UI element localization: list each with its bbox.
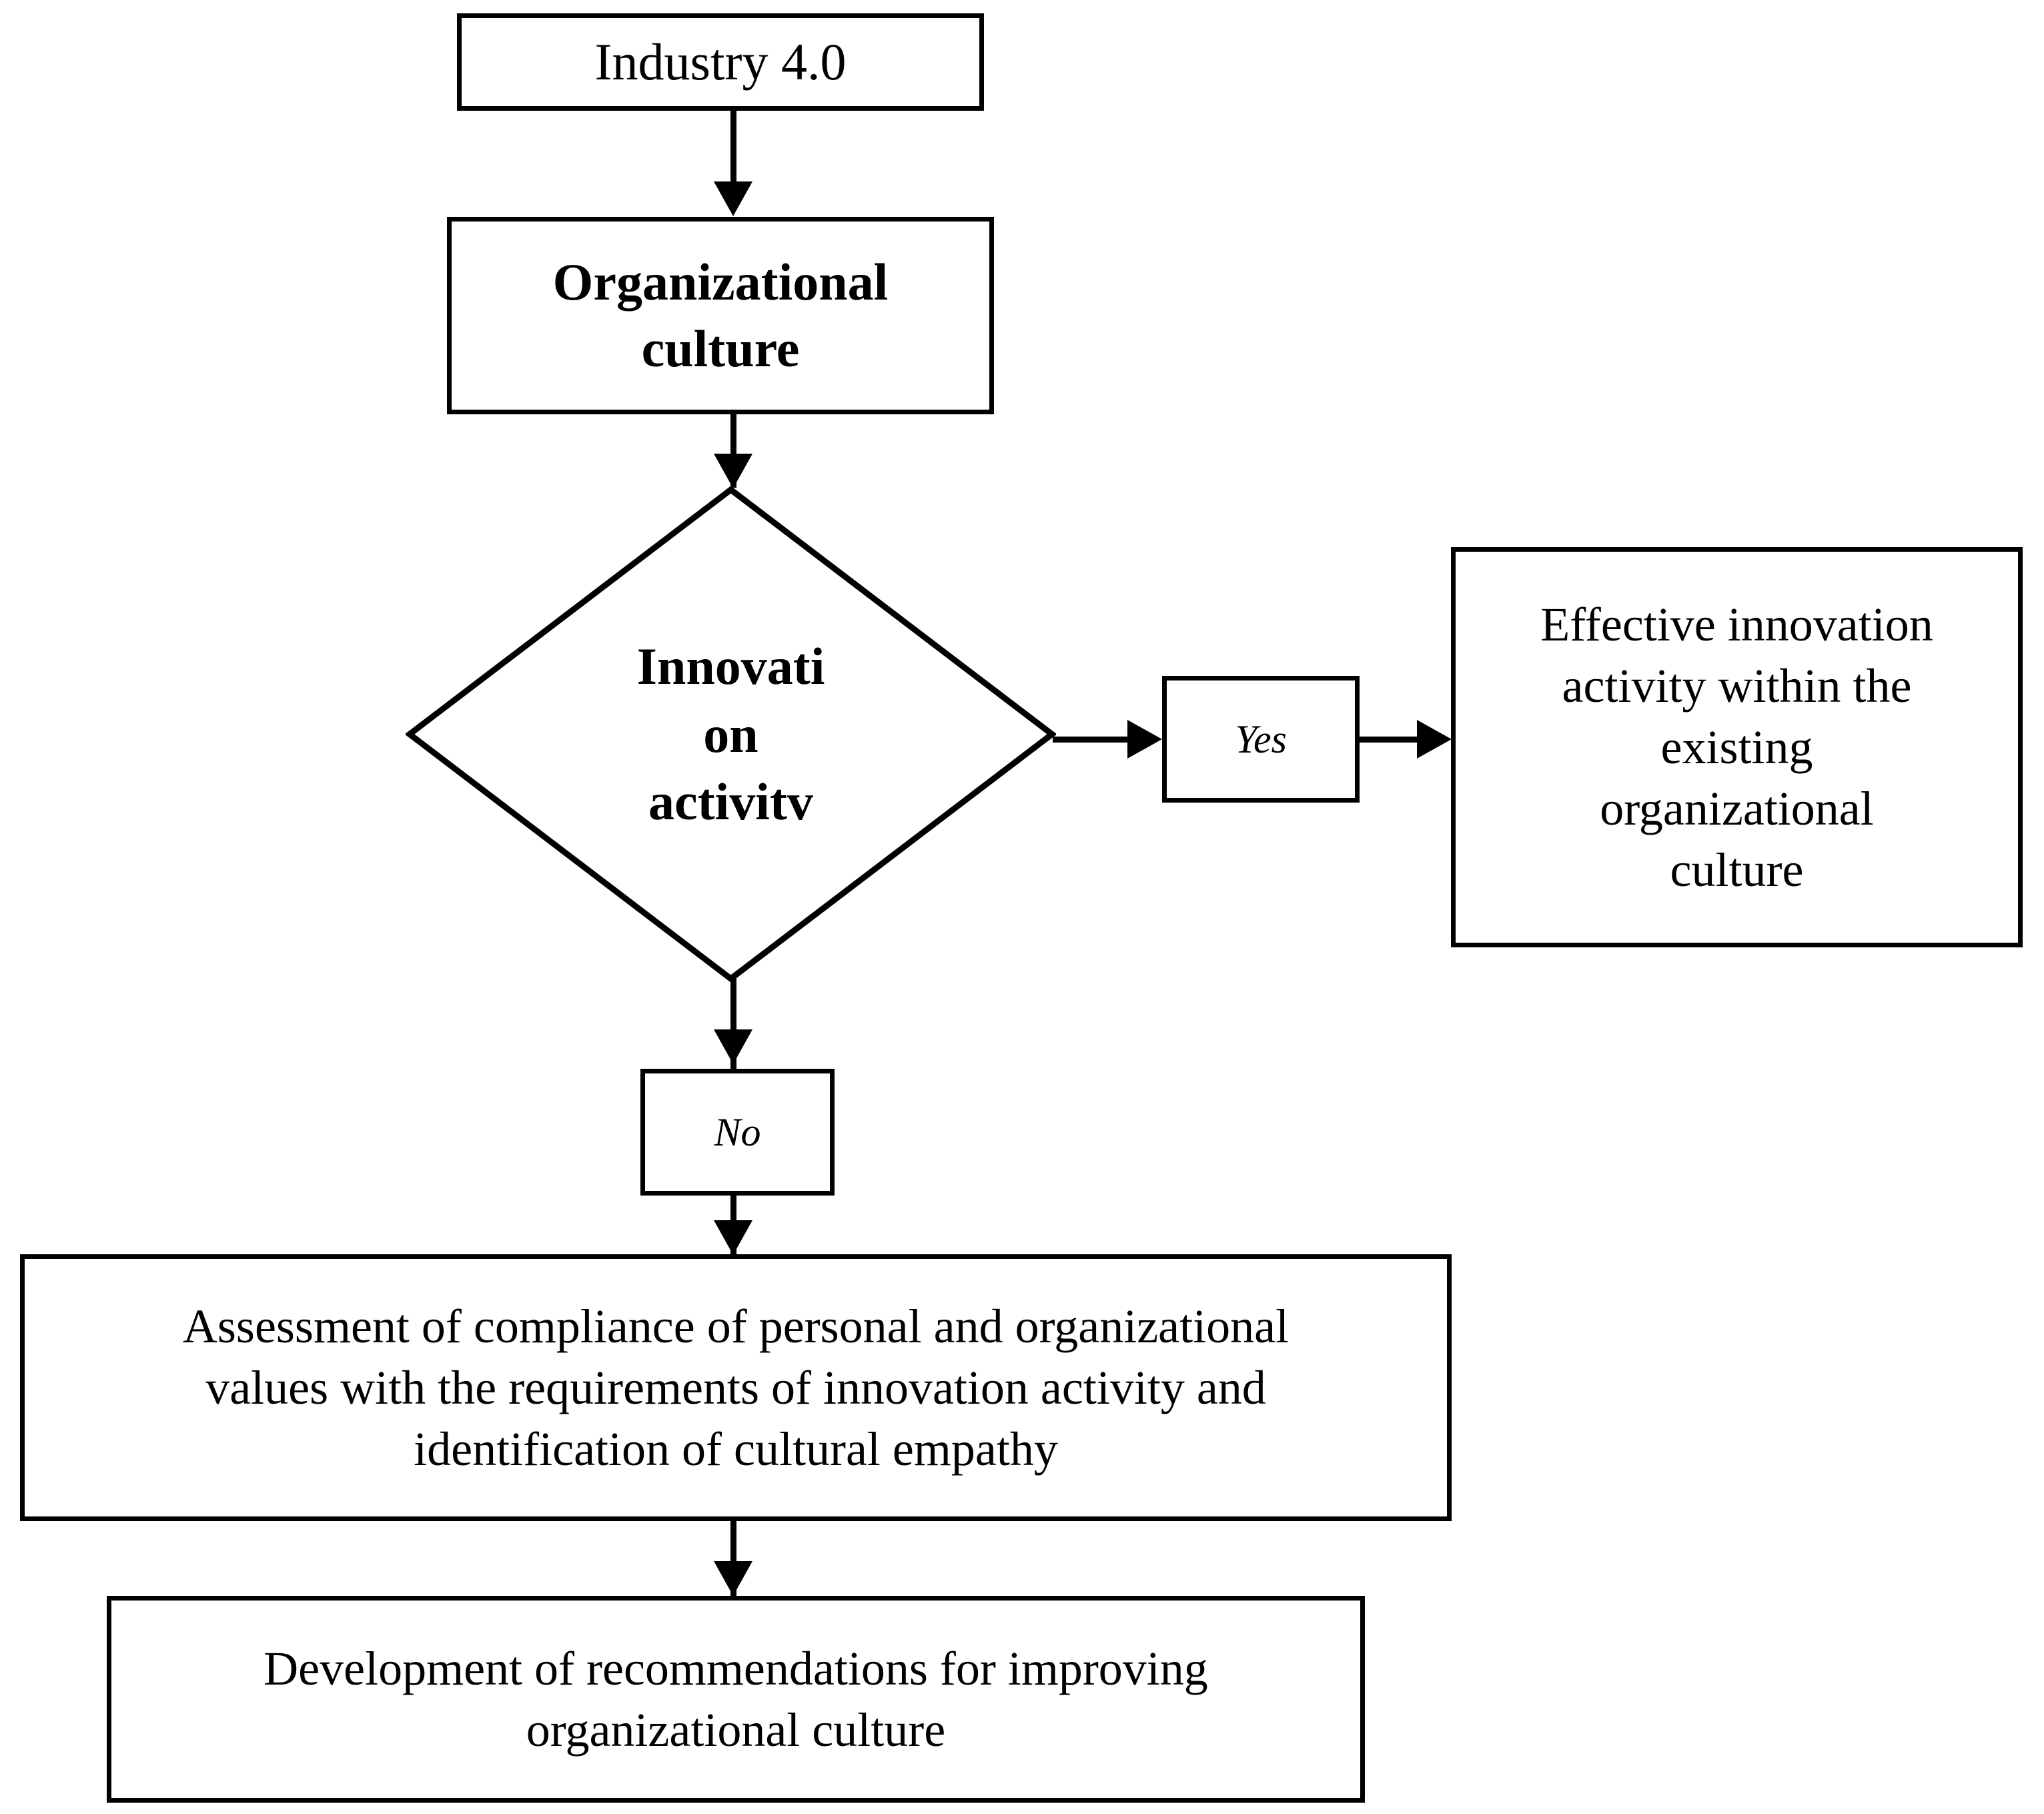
node-effective-innovation-outcome-label: Effective innovation activity within the… [1540,597,1933,897]
connector-assessment-to-development-arrowhead [714,1561,752,1596]
connector-decision-to-yes-line [1053,737,1131,743]
connector-decision-to-no-line [730,978,736,1069]
connector-yes-to-effective-line [1360,737,1421,743]
node-yes-branch-label: Yes [1235,717,1287,761]
node-innovation-activity-decision: Innovati on activitv [406,486,1056,983]
node-industry-4-0-label: Industry 4.0 [594,33,847,91]
connector-yes-to-effective-arrowhead [1417,720,1452,759]
node-organizational-culture: Organizational culture [447,217,994,414]
connector-assessment-to-development-line [730,1521,736,1596]
node-organizational-culture-label: Organizational culture [552,253,889,378]
connector-orgculture-to-decision-arrowhead [714,454,752,488]
node-assessment-of-compliance-label: Assessment of compliance of personal and… [182,1299,1290,1476]
node-industry-4-0: Industry 4.0 [457,13,984,111]
connector-industry-to-orgculture-arrowhead [714,181,752,216]
node-no-branch: No [640,1069,835,1196]
node-development-of-recommendations-label: Development of recommendations for impro… [264,1641,1208,1757]
node-no-branch-label: No [714,1109,761,1154]
connector-orgculture-to-decision-line [730,414,736,488]
node-development-of-recommendations: Development of recommendations for impro… [107,1596,1365,1803]
connector-no-to-assessment-arrowhead [714,1220,752,1255]
connector-decision-to-yes-arrowhead [1127,720,1162,759]
node-yes-branch: Yes [1162,676,1360,803]
connector-industry-to-orgculture-line [730,111,736,183]
diamond-shape [406,486,1056,983]
node-assessment-of-compliance: Assessment of compliance of personal and… [20,1254,1452,1521]
node-effective-innovation-outcome: Effective innovation activity within the… [1451,547,2023,947]
connector-decision-to-no-arrowhead [714,1029,752,1064]
